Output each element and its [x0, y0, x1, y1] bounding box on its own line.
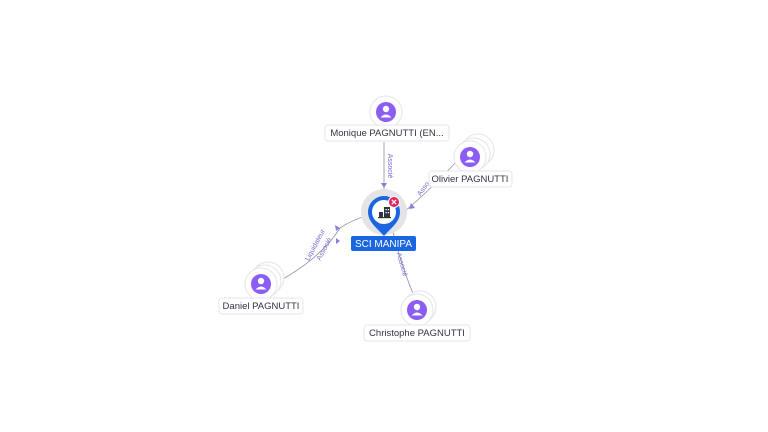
company-label-box [351, 236, 416, 251]
person-body [380, 114, 392, 118]
person-head [382, 105, 390, 113]
person-label-box [363, 324, 471, 342]
person-body [464, 159, 476, 163]
person-node-monique[interactable]: Monique PAGNUTTI (EN... [324, 95, 450, 142]
edge-arrow-olivier [409, 203, 415, 209]
person-node-olivier[interactable]: Olivier PAGNUTTI [428, 133, 513, 188]
person-label-box [218, 297, 304, 315]
edge-daniel[interactable] [271, 215, 367, 286]
person-label: Daniel PAGNUTTI [223, 301, 300, 312]
person-body [255, 286, 267, 290]
edge-label-christophe: Associé [395, 252, 409, 278]
person-head [257, 277, 265, 285]
person-label: Olivier PAGNUTTI [432, 174, 509, 185]
person-head [413, 303, 421, 311]
person-label-box [428, 170, 513, 188]
edge-olivier[interactable] [403, 159, 459, 213]
person-label: Monique PAGNUTTI (EN... [330, 128, 443, 139]
person-label: Christophe PAGNUTTI [369, 328, 465, 339]
person-node-daniel[interactable]: Daniel PAGNUTTI [218, 261, 304, 315]
person-body [411, 312, 423, 316]
person-node-christophe[interactable]: Christophe PAGNUTTI [363, 290, 471, 342]
company-node-center[interactable]: SCI MANIPA [351, 189, 416, 251]
edge-arrow-daniel-2 [336, 238, 340, 244]
close-icon[interactable] [388, 196, 400, 208]
building-icon [378, 207, 391, 219]
edge-label-monique: Associé [386, 154, 393, 179]
company-label: SCI MANIPA [355, 239, 412, 250]
person-label-box [324, 124, 450, 142]
edge-arrow-monique [381, 183, 387, 188]
person-head [466, 150, 474, 158]
edge-arrow-daniel-1 [335, 225, 340, 231]
